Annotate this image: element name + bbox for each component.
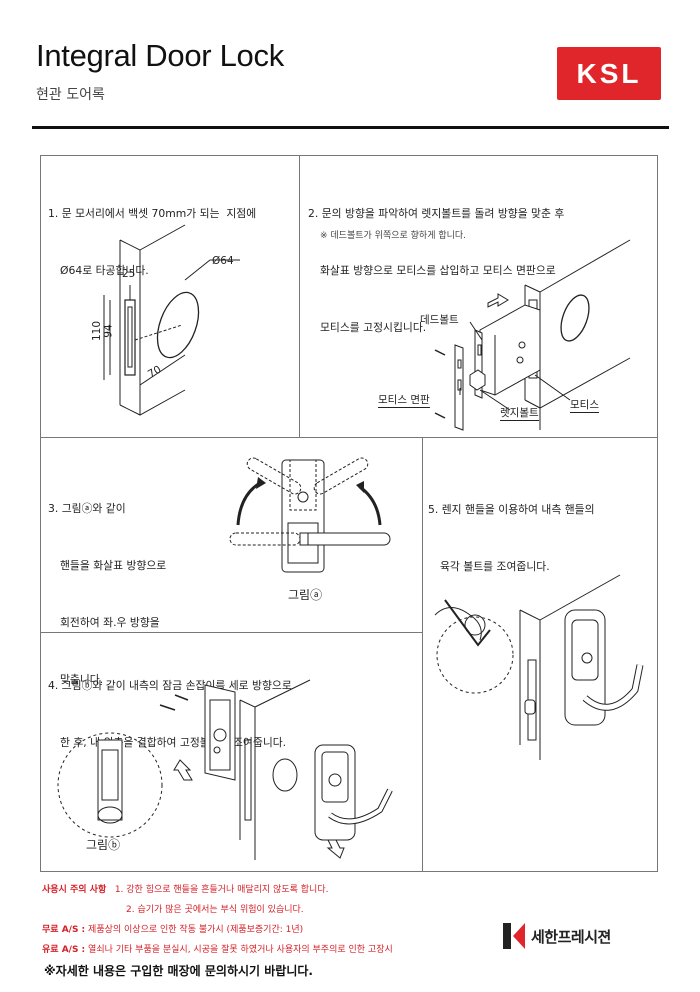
step-3-line: 회전하여 좌.우 방향을 (60, 616, 160, 629)
figure-5-wrench-diagram (434, 574, 644, 760)
step-1-line: Ø64로 타공합니다. (60, 264, 149, 277)
step-5-line: 5. 렌지 핸들을 이용하여 내측 핸들의 (428, 503, 595, 516)
label-deadbolt: 데드볼트 (420, 314, 459, 326)
caution-line-1: 사용시 주의 사항 1. 강한 힘으로 핸들을 흔들거나 매달리지 않도록 합니… (42, 882, 328, 895)
paid-as-line: 유료 A/S : 열쇠나 기타 부품을 분실시, 시공을 잘못 하였거나 사용자… (42, 942, 393, 955)
brand-name: 세한프레시젼 (531, 928, 611, 946)
dim-110-label: 110 (91, 320, 104, 342)
header-divider (32, 126, 669, 129)
frame-divider (299, 155, 300, 437)
step-3-line: 맞춥니다. (60, 673, 104, 686)
brand-mark-icon (503, 923, 525, 949)
paid-as-label: 유료 A/S : (42, 945, 86, 955)
figure-b-caption: 그림ⓑ (86, 838, 121, 852)
step-3-text: 3. 그림ⓐ와 같이 핸들을 화살표 방향으로 회전하여 좌.우 방향을 맞춥니… (48, 461, 166, 708)
dim-94-label: 94 (102, 324, 115, 338)
instruction-frame (40, 155, 658, 872)
free-as-line: 무료 A/S : 제품상의 이상으로 인한 작동 불가시 (제품보증기간: 1년… (42, 922, 303, 935)
step-2-note: ※ 데드볼트가 위쪽으로 향하게 합니다. (320, 231, 467, 241)
paid-as-text: 열쇠나 기타 부품을 분실시, 시공을 잘못 하였거나 사용자의 부주의로 인한… (88, 945, 393, 955)
figure-1-drilling-diagram (103, 224, 240, 416)
step-1-text: 1. 문 모서리에서 백셋 70mm가 되는 지점에 Ø64로 타공합니다. (48, 166, 256, 299)
figure-a-handle-rotation (229, 457, 391, 573)
caution-item: 2. 습기가 많은 곳에서는 부식 위험이 있습니다. (126, 905, 304, 915)
step-1-line: 1. 문 모서리에서 백셋 70mm가 되는 지점에 (48, 207, 257, 220)
caution-item: 1. 강한 힘으로 핸들을 흔들거나 매달리지 않도록 합니다. (114, 885, 329, 895)
label-latch-bolt: 렛지볼트 (500, 407, 539, 421)
step-2-line: 화살표 방향으로 모티스를 삽입하고 모티스 면판으로 (320, 264, 556, 277)
dim-25-label: 25 (122, 268, 136, 280)
step-3-line: 핸들을 화살표 방향으로 (60, 559, 167, 572)
frame-divider (40, 437, 658, 438)
step-2-line: 모티스를 고정시킵니다. (320, 321, 427, 334)
frame-divider (40, 632, 422, 633)
figure-b-assembly-diagram (57, 679, 393, 860)
figure-a-caption: 그림ⓐ (288, 588, 323, 602)
footer-note: ※자세한 내용은 구입한 매장에 문의하시기 바랍니다. (44, 964, 313, 978)
ksl-logo: KSL (557, 47, 661, 100)
dim-64-label: Ø64 (212, 255, 234, 267)
label-mortise: 모티스 (570, 399, 599, 413)
page-title: Integral Door Lock (36, 38, 284, 73)
step-5-text: 5. 렌지 핸들을 이용하여 내측 핸들의 육각 볼트를 조여줍니다. (428, 462, 595, 595)
brand-logo: 세한프레시젼 (503, 920, 663, 952)
page-subtitle: 현관 도어록 (36, 87, 105, 103)
free-as-label: 무료 A/S : (42, 925, 86, 935)
free-as-text: 제품상의 이상으로 인한 작동 불가시 (제품보증기간: 1년) (88, 925, 304, 935)
step-3-line: 3. 그림ⓐ와 같이 (48, 502, 126, 515)
step-2-line: 2. 문의 방향을 파악하여 렛지볼트를 돌려 방향을 맞춘 후 (308, 207, 565, 220)
step-2-text: 2. 문의 방향을 파악하여 렛지볼트를 돌려 방향을 맞춘 후 화살표 방향으… (308, 166, 564, 356)
step-5-line: 육각 볼트를 조여줍니다. (440, 560, 550, 573)
frame-divider (422, 437, 423, 872)
caution-label: 사용시 주의 사항 (42, 885, 107, 895)
label-mortise-plate: 모티스 면판 (378, 394, 430, 408)
figure-2-mortise-diagram (434, 239, 631, 431)
